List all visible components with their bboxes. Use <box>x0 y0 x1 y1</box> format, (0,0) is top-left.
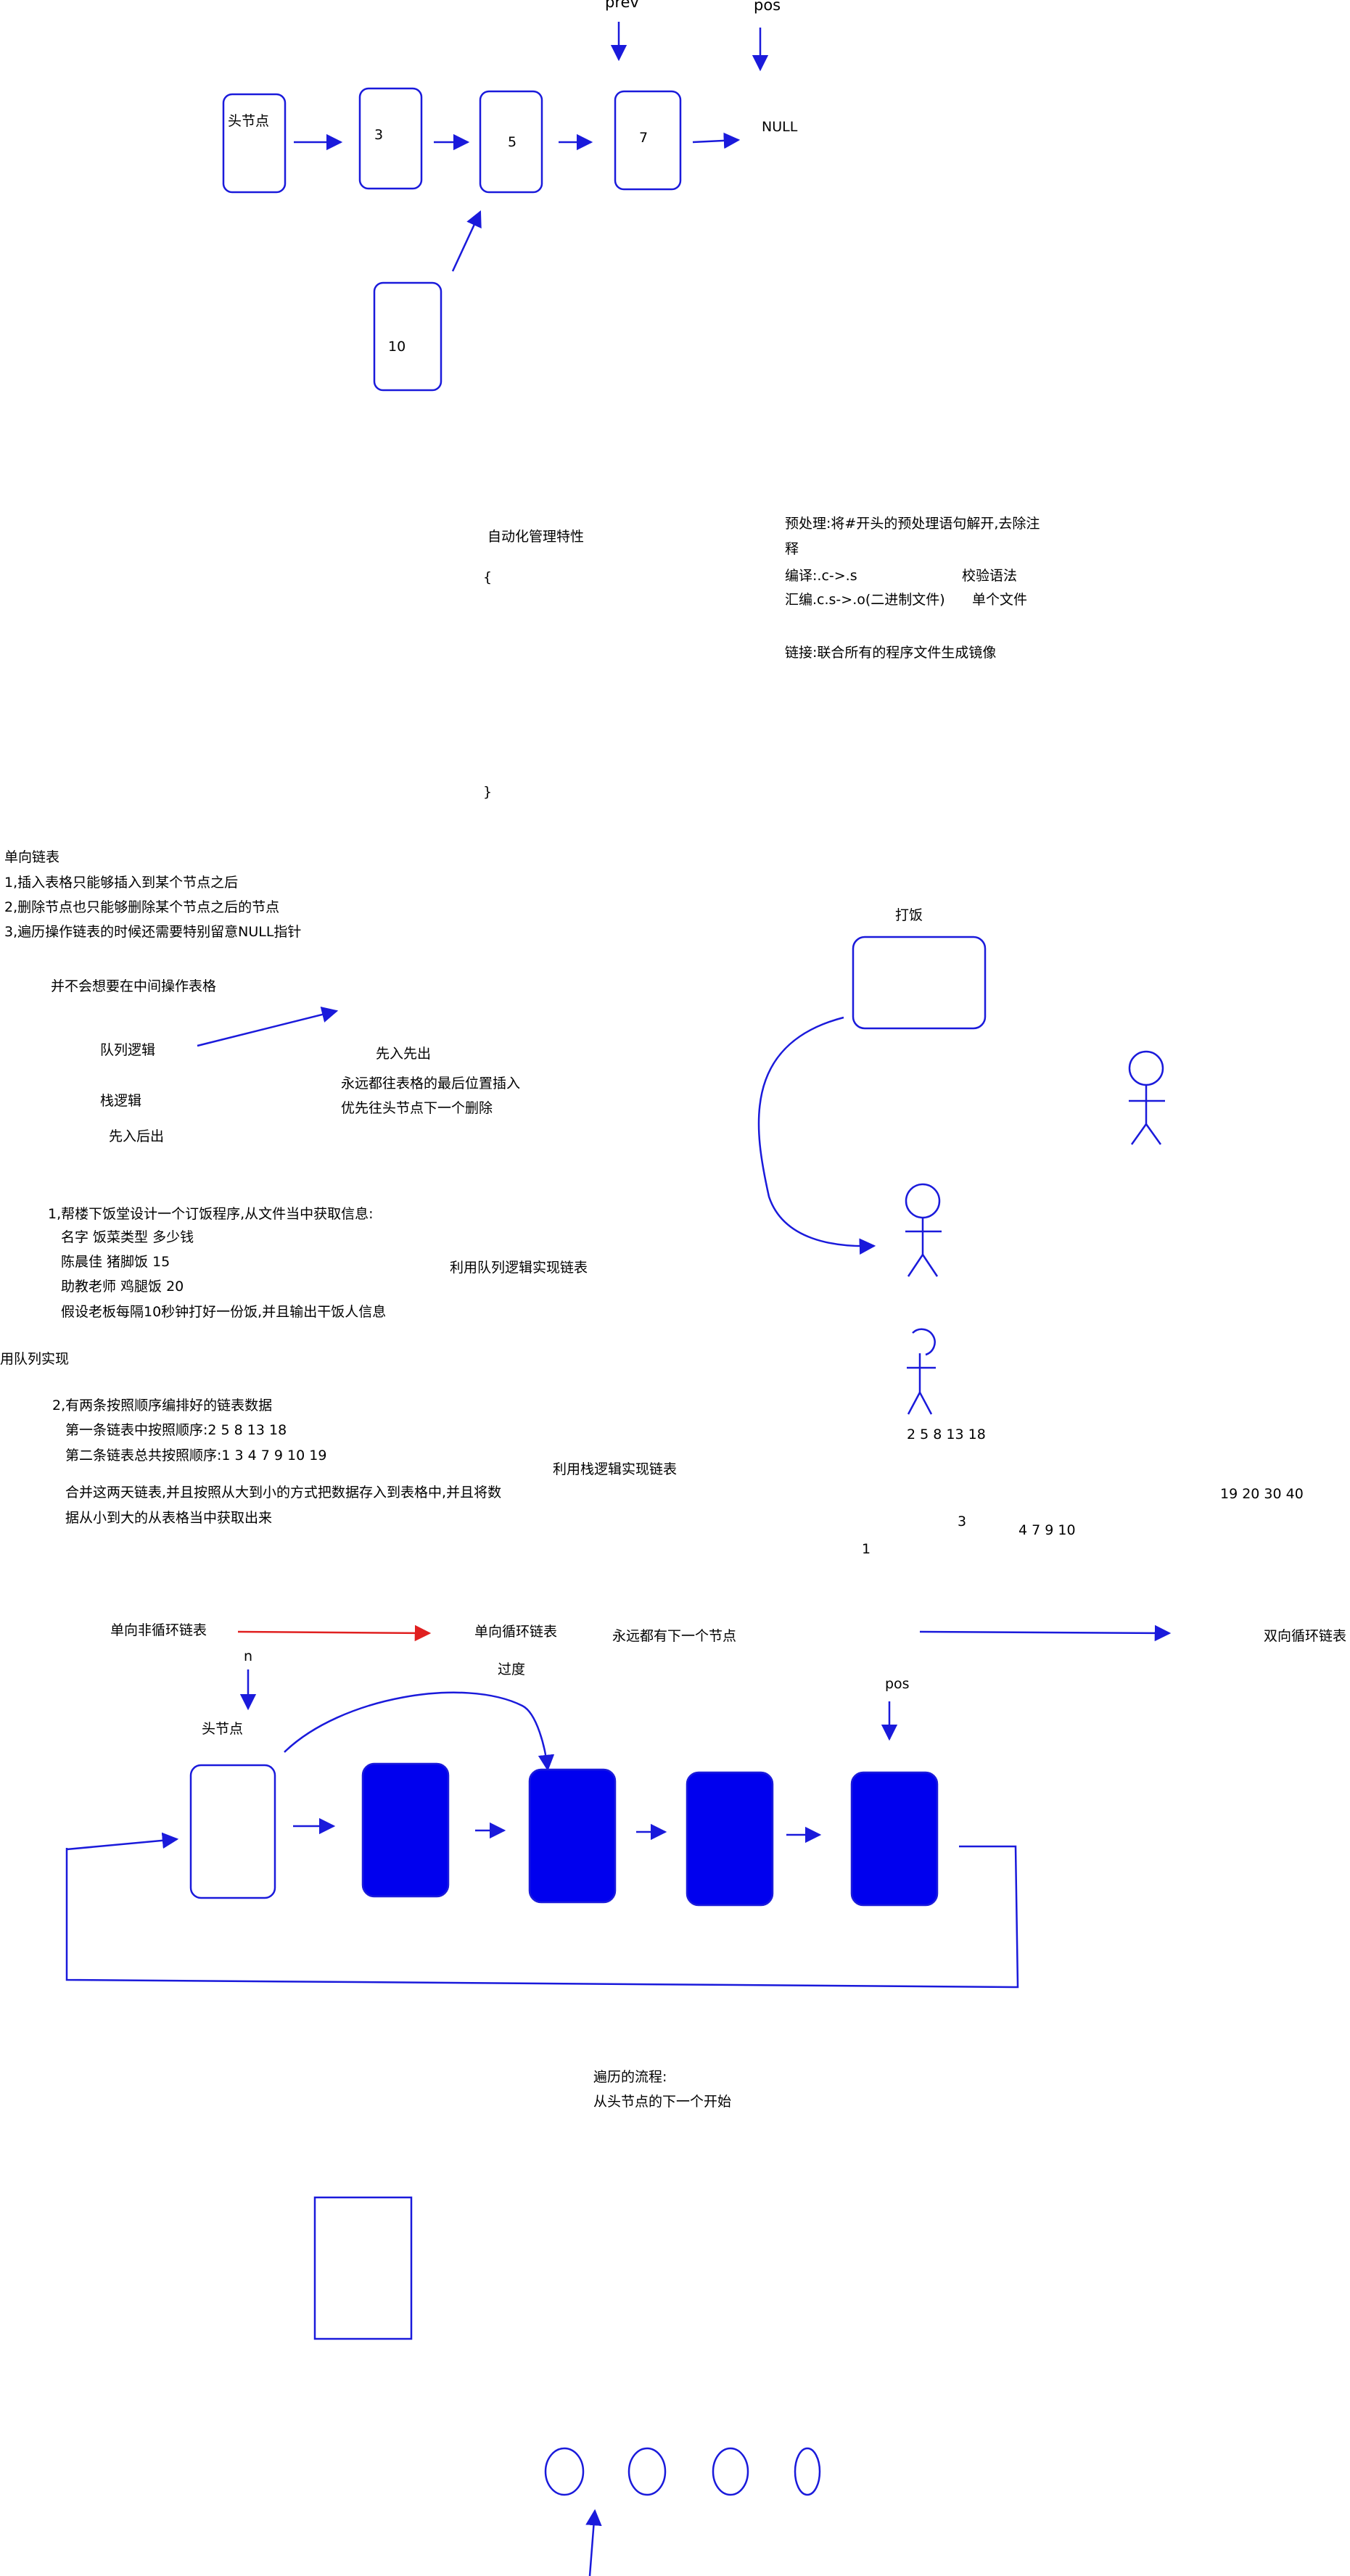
circular-node-4 <box>850 1771 939 1907</box>
rice-scene-label: 打饭 <box>895 907 923 923</box>
linked-list-title: 单向链表 <box>4 849 60 865</box>
circle-2 <box>627 2447 667 2496</box>
circle-3 <box>712 2447 749 2496</box>
compile-text: 编译:.c->.s <box>785 568 857 584</box>
task1-row-1: 陈晨佳 猪脚饭 15 <box>61 1254 170 1270</box>
task1-title: 1,帮楼下饭堂设计一个订饭程序,从文件当中获取信息: <box>48 1206 374 1222</box>
node-7 <box>614 90 682 191</box>
preprocess-text-cont: 释 <box>785 541 799 557</box>
circular-node-2 <box>528 1768 617 1904</box>
head-delete-text: 优先往头节点下一个删除 <box>341 1100 493 1116</box>
node-7-label: 7 <box>639 130 649 146</box>
nums-a: 2 5 8 13 18 <box>907 1427 986 1442</box>
circular-pos-label: pos <box>885 1676 910 1692</box>
stick-figure-small <box>907 1328 936 1415</box>
node-3 <box>358 87 423 190</box>
circular-return-line <box>65 1845 1019 1989</box>
arrow-7-to-null <box>692 132 741 149</box>
traverse-box <box>313 2196 413 2340</box>
doubly-text: 双向循环链表 <box>1264 1628 1347 1644</box>
always-next-text: 永远都有下一个节点 <box>612 1628 737 1644</box>
circle-1 <box>544 2447 585 2496</box>
task1-note: 假设老板每隔10秒钟打好一份饭,并且输出干饭人信息 <box>61 1304 387 1320</box>
arrow-red-noncircular-to-circular <box>237 1625 432 1642</box>
rule-1: 1,插入表格只能够插入到某个节点之后 <box>4 875 239 891</box>
arrow-circular-to-doubly <box>919 1625 1172 1642</box>
tail-insert-text: 永远都往表格的最后位置插入 <box>341 1076 521 1091</box>
curve-arrow-skip <box>284 1691 555 1772</box>
arrow-return-to-head <box>66 1832 179 1851</box>
node-head <box>222 93 287 194</box>
traverse-title: 遍历的流程: <box>593 2069 667 2085</box>
queue-impl-text: 利用队列逻辑实现链表 <box>450 1260 588 1276</box>
circular-node-head <box>189 1764 276 1899</box>
stack-logic-text: 栈逻辑 <box>100 1093 142 1109</box>
task2-list-1: 第一条链表中按照顺序:2 5 8 13 18 <box>65 1422 287 1438</box>
queue-logic-text: 队列逻辑 <box>100 1042 156 1058</box>
num-3: 3 <box>958 1514 967 1530</box>
transition-text: 过度 <box>498 1661 526 1677</box>
task1-header: 名字 饭菜类型 多少钱 <box>61 1229 194 1245</box>
stick-figure-right <box>1128 1050 1165 1145</box>
check-syntax-text: 校验语法 <box>962 568 1018 584</box>
circular-head-label: 头节点 <box>202 1721 244 1737</box>
label-prev: prev <box>605 0 639 11</box>
traverse-step: 从头节点的下一个开始 <box>593 2094 732 2110</box>
num-1: 1 <box>862 1541 871 1557</box>
task2-title: 2,有两条按照顺序编排好的链表数据 <box>52 1398 273 1413</box>
use-queue-text: 用队列实现 <box>0 1351 70 1367</box>
non-circular-text: 单向非循环链表 <box>110 1622 207 1638</box>
label-null: NULL <box>762 119 798 135</box>
fifo-text: 先入先出 <box>376 1046 432 1062</box>
circular-node-1 <box>361 1762 450 1898</box>
task1-row-2: 助教老师 鸡腿饭 20 <box>61 1279 184 1295</box>
arrow-to-circle-1 <box>585 2509 602 2576</box>
task2-list-2: 第二条链表总共按照顺序:1 3 4 7 9 10 19 <box>65 1448 327 1464</box>
nums-c: 4 7 9 10 <box>1018 1522 1076 1538</box>
node-3-label: 3 <box>374 127 384 143</box>
node-10-label: 10 <box>388 339 406 355</box>
task2-merge-2: 据从小到大的从表格当中获取出来 <box>65 1510 273 1526</box>
auto-manage-text: 自动化管理特性 <box>487 529 585 545</box>
stick-figure-middle <box>905 1183 942 1277</box>
rule-3: 3,遍历操作链表的时候还需要特别留意NULL指针 <box>4 924 302 940</box>
circular-node-3 <box>686 1771 774 1907</box>
label-n: n <box>244 1648 253 1664</box>
link-text: 链接:联合所有的程序文件生成镜像 <box>785 645 997 661</box>
preprocess-text: 预处理:将#开头的预处理语句解开,去除注 <box>785 516 1040 532</box>
curve-arrow-to-person <box>757 1016 876 1255</box>
arrow-queue-logic <box>197 1006 339 1047</box>
assemble-text: 汇编.c.s->.o(二进制文件) <box>785 592 945 608</box>
lifo-text: 先入后出 <box>109 1128 165 1144</box>
node-5 <box>479 90 543 194</box>
rice-counter-box <box>852 936 987 1030</box>
node-10 <box>373 281 443 392</box>
task2-merge-1: 合并这两天链表,并且按照从大到小的方式把数据存入到表格中,并且将数 <box>65 1485 502 1500</box>
brace-close: } <box>483 784 493 800</box>
node-5-label: 5 <box>508 134 517 150</box>
node-head-label: 头节点 <box>228 113 270 129</box>
arrow-10-to-5 <box>451 210 482 272</box>
nums-b: 19 20 30 40 <box>1220 1486 1304 1502</box>
circle-4 <box>794 2447 821 2496</box>
label-pos: pos <box>754 0 781 14</box>
brace-open: { <box>483 569 493 585</box>
stack-impl-text: 利用栈逻辑实现链表 <box>553 1461 678 1477</box>
rule-2: 2,删除节点也只能够删除某个节点之后的节点 <box>4 899 280 915</box>
single-file-text: 单个文件 <box>972 592 1028 608</box>
circular-text: 单向循环链表 <box>474 1624 558 1640</box>
no-middle-text: 并不会想要在中间操作表格 <box>51 978 217 994</box>
